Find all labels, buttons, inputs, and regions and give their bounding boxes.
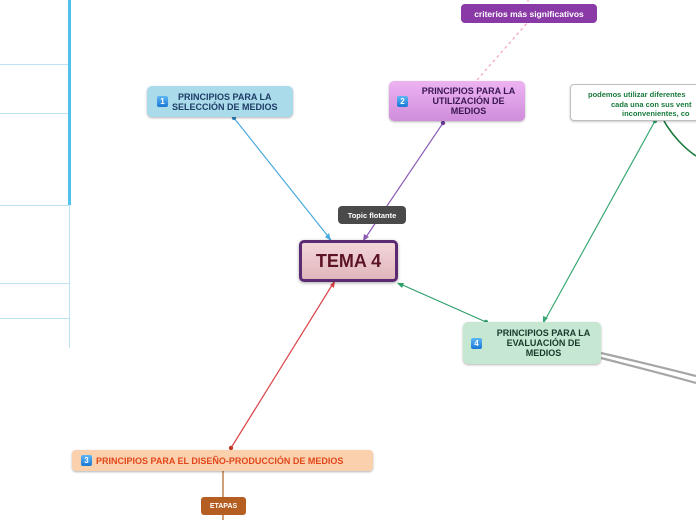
connector-curve <box>663 120 696 157</box>
panel-divider <box>0 113 69 114</box>
topic-label-line: MEDIOS <box>450 106 487 116</box>
topic-label: PRINCIPIOS PARA EL DISEÑO-PRODUCCIÓN DE … <box>96 455 344 466</box>
connector-criterios <box>476 21 529 81</box>
topic-label: PRINCIPIOS PARA LA EVALUACIÓN DE MEDIOS <box>486 328 601 358</box>
topic-principios-diseno[interactable]: 3 PRINCIPIOS PARA EL DISEÑO-PRODUCCIÓN D… <box>72 450 373 471</box>
connector-arrow <box>397 283 404 288</box>
topic-number-badge: 1 <box>157 96 168 107</box>
connector-evaluacion <box>397 282 487 323</box>
topic-label-line: PRINCIPIOS PARA LA <box>178 91 272 102</box>
connector-gray <box>600 351 696 378</box>
topic-label-line: PRINCIPIOS PARA LA <box>421 86 516 96</box>
topic-number-badge: 4 <box>471 337 482 349</box>
topic-label: PRINCIPIOS PARA LA UTILIZACIÓN DE MEDIOS <box>412 86 525 116</box>
panel-scroll-bar[interactable] <box>68 0 71 205</box>
connector-arrow <box>325 233 331 241</box>
topic-principios-evaluacion[interactable]: 4 PRINCIPIOS PARA LA EVALUACIÓN DE MEDIO… <box>463 322 601 364</box>
topic-principios-utilizacion[interactable]: 2 PRINCIPIOS PARA LA UTILIZACIÓN DE MEDI… <box>389 81 525 121</box>
topic-label-line: UTILIZACIÓN DE <box>432 96 505 106</box>
subtopic-criterios[interactable]: criterios más significativos <box>461 4 597 23</box>
connector-diseno <box>230 281 335 449</box>
topic-number-badge: 3 <box>81 455 92 466</box>
connector-seleccion <box>233 117 332 241</box>
connector-arrow <box>543 316 548 323</box>
connector-gray <box>600 356 696 385</box>
subtopic-line: inconvenientes, co <box>622 109 690 118</box>
topic-principios-seleccion[interactable]: 1 PRINCIPIOS PARA LA SELECCIÓN DE MEDIOS <box>147 86 293 117</box>
panel-divider <box>0 64 69 65</box>
topic-label-line: MEDIOS <box>525 348 562 358</box>
topic-label-line: SELECCIÓN DE MEDIOS <box>172 101 278 112</box>
topic-label-line: EVALUACIÓN DE <box>506 338 581 348</box>
panel-divider <box>0 283 69 284</box>
subtopic-etapas[interactable]: ETAPAS <box>201 497 246 515</box>
connector-dot <box>440 120 446 126</box>
subtopic-podemos-utilizar[interactable]: podemos utilizar diferentes cada una con… <box>570 84 696 121</box>
topic-label-line: PRINCIPIOS PARA LA <box>496 328 591 338</box>
floating-topic[interactable]: Topic flotante <box>338 206 406 224</box>
central-topic[interactable]: TEMA 4 <box>299 240 398 282</box>
topic-label: PRINCIPIOS PARA LA SELECCIÓN DE MEDIOS <box>172 92 278 112</box>
panel-divider <box>0 318 69 319</box>
subtopic-line: cada una con sus vent <box>611 99 692 109</box>
connector-arrow <box>363 234 369 241</box>
connector-evaluacion-subtopic <box>543 120 656 323</box>
topic-number-badge: 2 <box>397 95 408 107</box>
connector-dot <box>228 445 234 451</box>
connector-arrow <box>330 281 335 288</box>
panel-divider <box>0 205 69 206</box>
subtopic-line: podemos utilizar diferentes <box>588 90 686 99</box>
